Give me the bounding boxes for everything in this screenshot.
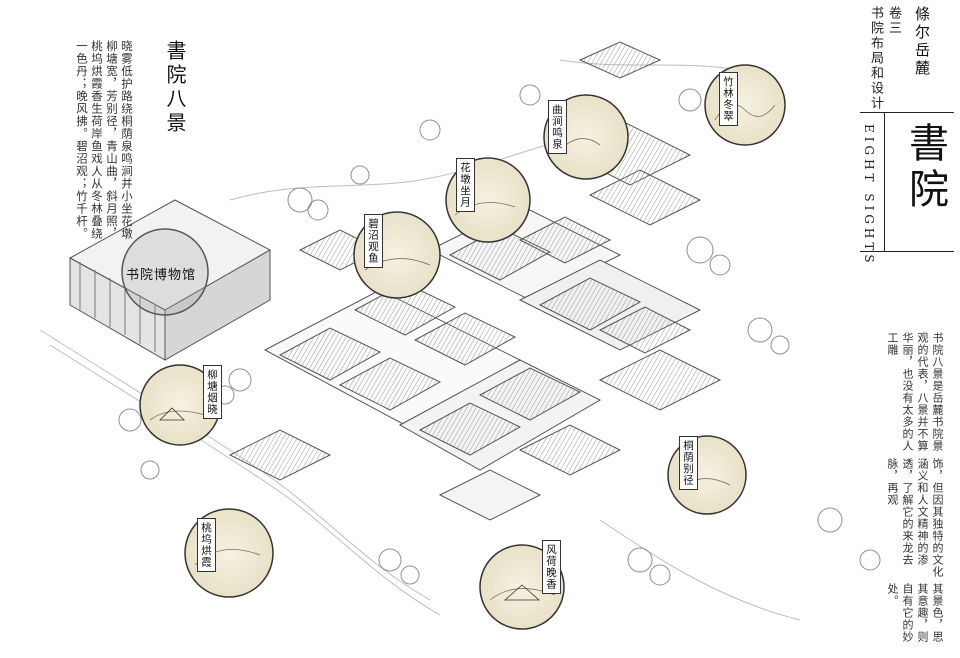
poem-line-2: 路绕桐荫芳别径，香生荷岸晚风拂。 [75,90,134,140]
poem-line-1: 晓雾低护柳塘宽，桃坞烘霞一色丹； [75,40,134,90]
poem-lines: 晓雾低护柳塘宽，桃坞烘霞一色丹； 路绕桐荫芳别径，香生荷岸晚风拂。 泉鸣涧并青山… [70,40,134,240]
main-title: 書院 [902,122,948,214]
chapter-subtitle: 书院布局和设计 [868,6,883,111]
description-block: 书院八景是岳麓书院景观的代表，八景并不算华丽，也没有太多的人工雕 饰，但因其独特… [882,332,945,650]
sight-label-huadun: 花墩坐月 [456,158,475,212]
poem-title: 書院八景 [163,40,187,136]
poem-line-3: 泉鸣涧并青山曲，鱼戏人从碧沼观； [75,140,134,190]
sight-label-bizhao: 碧沼观鱼 [364,214,383,268]
tree-clusters [118,84,881,586]
description-line-1: 书院八景是岳麓书院景观的代表，八景并不算华丽，也没有太多的人工雕 [886,332,944,452]
sight-label-fengan: 风荷晚香 [542,540,561,594]
english-title: EIGHT SIGHTS [862,124,876,267]
sight-label-tongyin: 桐荫别径 [679,436,698,490]
description-line-2: 饰，但因其独特的文化涵义和人文精神的渗透，了解它的来龙去脉，再观 [886,457,944,578]
sight-label-quzhan: 曲涧鸣泉 [548,100,567,154]
museum-highlight-circle [121,228,209,316]
sight-label-liutang: 柳塘烟晓 [203,365,222,419]
sight-label-zhulin: 竹林冬翠 [719,72,738,126]
main-courtyard-complex [228,41,722,521]
sight-label-taowu: 桃坞烘霞 [197,518,216,572]
book-title: 條尔岳麓 [913,6,931,78]
description-line-3: 其景色，思其意趣，则自有它的妙处。 [886,583,944,644]
museum-label: 书院博物馆 [126,268,197,283]
title-rule-top [860,112,954,113]
title-rule-vertical [884,112,885,252]
poem-line-4: 小坐花墩斜月照，冬林叠绕竹千杆。 [75,190,134,240]
museum-building [68,199,272,361]
chapter-label: 卷三 [886,6,901,36]
title-rule-bottom [860,251,954,252]
